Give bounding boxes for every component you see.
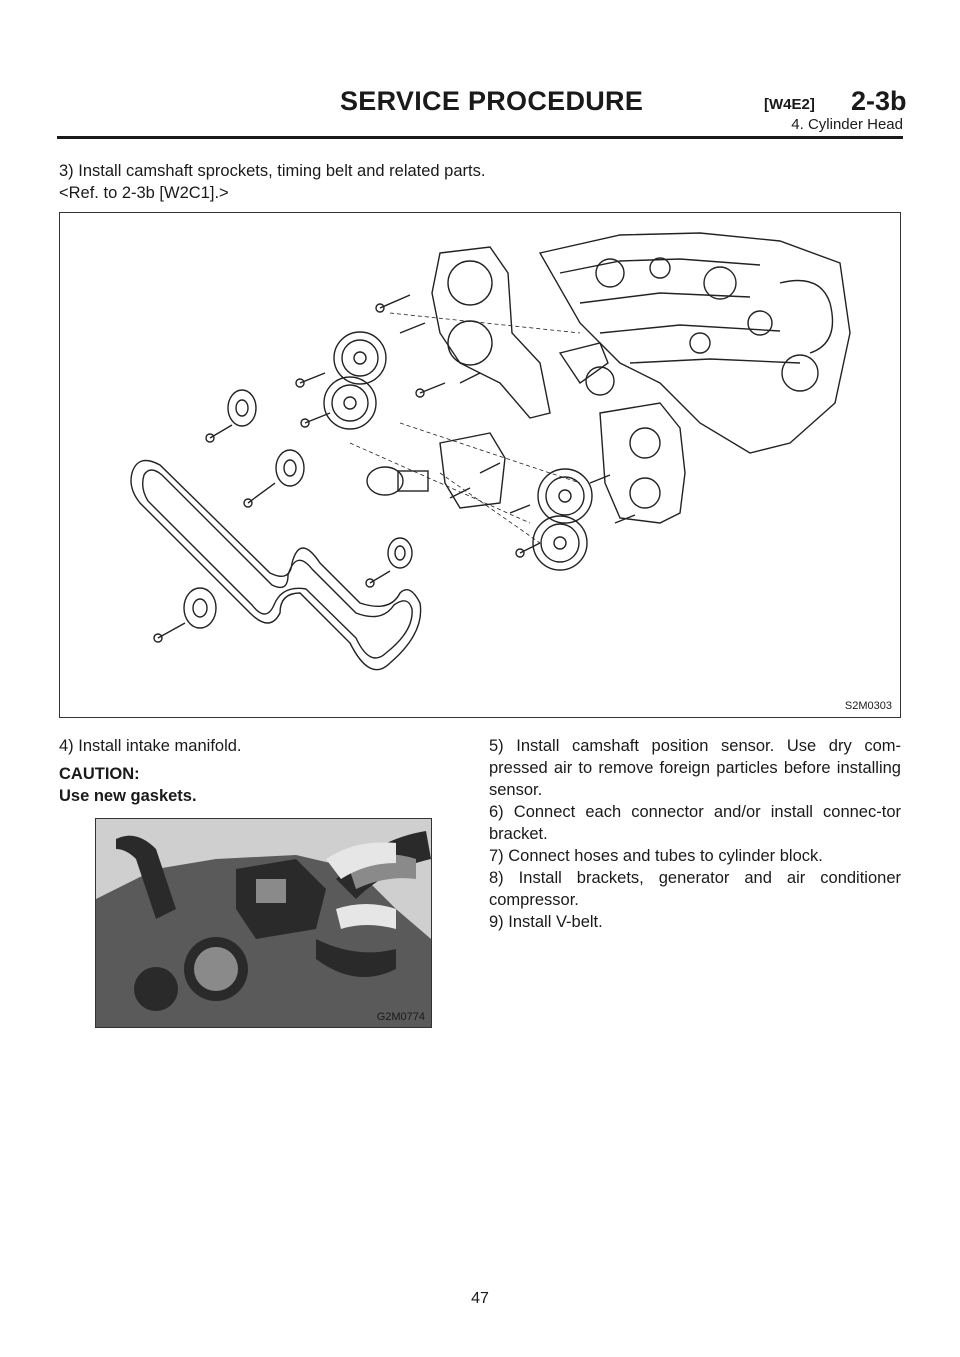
figure-label: G2M0774: [376, 1011, 425, 1023]
step-3-text: 3) Install camshaft sprockets, timing be…: [59, 162, 486, 180]
step-8-text: 8) Install brackets, generator and air c…: [489, 869, 901, 909]
section-number: 2-3b: [851, 86, 907, 116]
page-number: 47: [471, 1290, 489, 1307]
step-5-text: 5) Install camshaft position sensor. Use…: [489, 737, 901, 799]
caution-text: Use new gaskets.: [59, 787, 197, 805]
step-7-text: 7) Connect hoses and tubes to cylinder b…: [489, 847, 823, 865]
timing-belt-exploded-diagram: S2M0303: [59, 212, 901, 718]
caution-heading: CAUTION:: [59, 765, 140, 783]
page-title: SERVICE PROCEDURE: [340, 86, 644, 116]
timing-belt-illustration: [130, 232, 851, 671]
intake-manifold-illustration: [96, 819, 431, 1027]
step-9-text: 9) Install V-belt.: [489, 913, 603, 931]
step-6-text: 6) Connect each connector and/or install…: [489, 803, 901, 843]
intake-manifold-photo: G2M0774: [95, 818, 432, 1028]
step-3-reference: <Ref. to 2-3b [W2C1].>: [59, 184, 229, 202]
section-code: [W4E2]: [764, 96, 815, 113]
header-divider: [57, 136, 903, 139]
right-column-steps: 5) Install camshaft position sensor. Use…: [489, 735, 901, 933]
figure-label: S2M0303: [844, 700, 892, 712]
step-4-text: 4) Install intake manifold.: [59, 737, 242, 755]
section-subtitle: 4. Cylinder Head: [791, 116, 903, 133]
